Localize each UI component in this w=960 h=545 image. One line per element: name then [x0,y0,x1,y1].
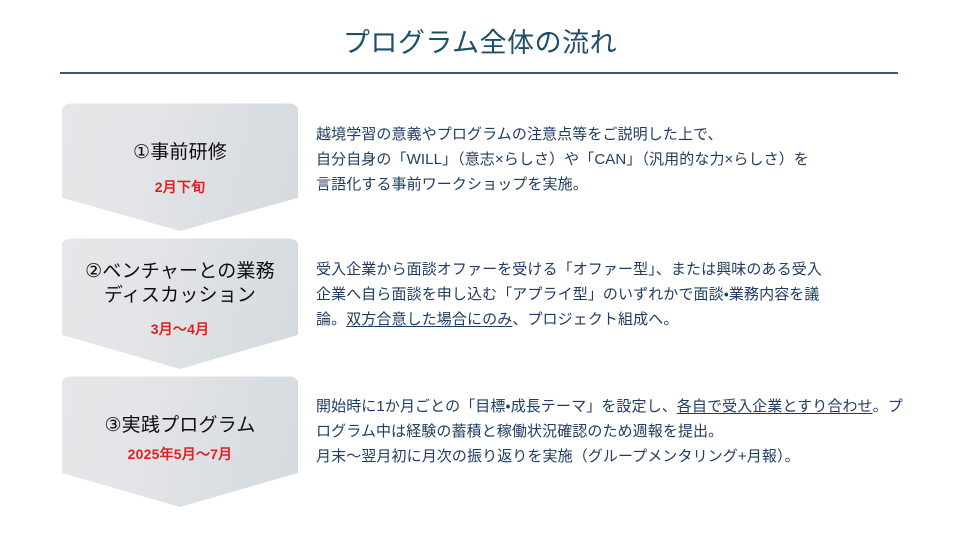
flow-step-2-label: ②ベンチャーとの業務 ディスカッション [85,261,275,307]
flow-step-1[interactable]: ①事前研修 2月下旬 [62,103,298,231]
description-line: 開始時に1か月ごとの「目標・成長テーマ」を設定し、各自で受入企業とすり合わせ。プ… [316,394,916,444]
page-title: プログラム全体の流れ [342,27,618,58]
flow-step-2[interactable]: ②ベンチャーとの業務 ディスカッション 3月〜4月 [62,238,298,369]
flow-step-2-period: 3月〜4月 [150,320,210,337]
description-line: 言語化する事前ワークショップを実施。 [316,176,588,193]
flow-step-1-period: 2月下旬 [154,179,206,196]
description-line: 企業へ自ら面談を申し込む「アプライ型」のいずれかで面談・業務内容を議 [316,286,820,303]
description-line: 受入企業から面談オファーを受ける「オファー型」、または興味のある受入 [316,261,822,278]
description-line: 論。双方合意した場合にのみ、プロジェクト組成へ。 [316,307,916,332]
description-line: 月末〜翌月初に月次の振り返りを実施（グループメンタリング+月報）。 [316,448,800,465]
description-text-tail: 、プロジェクト組成へ。 [512,311,679,328]
flow-step-3[interactable]: ③実践プログラム 2025年5月〜7月 [62,376,298,507]
description-line: 越境学習の意義やプログラムの注意点等をご説明した上で、 [316,126,723,143]
description-text: 論。 [316,311,347,328]
flow-step-1-description: 越境学習の意義やプログラムの注意点等をご説明した上で、 自分自身の「WILL」（… [316,122,916,197]
title-divider [60,72,898,74]
title-container: プログラム全体の流れ [0,20,960,66]
flow-step-1-label: ①事前研修 [132,142,228,163]
description-emphasis: 各自で受入企業とすり合わせ [676,398,873,415]
description-text: 開始時に1か月ごとの「目標・成長テーマ」を設定し、 [316,398,677,415]
flow-step-3-period: 2025年5月〜7月 [127,446,233,463]
flow-step-3-label: ③実践プログラム [104,415,256,436]
flow-step-2-description: 受入企業から面談オファーを受ける「オファー型」、または興味のある受入 企業へ自ら… [316,257,916,332]
flow-step-2-content: ②ベンチャーとの業務 ディスカッション 3月〜4月 [62,238,298,391]
description-text-tail: 。プログラム中は経験の蓄積と稼働状況確認のため週報を提出。 [316,398,903,440]
description-emphasis: 双方合意した場合にのみ [346,311,513,328]
flow-step-1-content: ①事前研修 2月下旬 [62,103,298,269]
description-line: 自分自身の「WILL」（意志×らしさ）や「CAN」（汎用的な力×らしさ）を [316,151,809,168]
flow-step-3-content: ③実践プログラム 2025年5月〜7月 [62,376,298,545]
flow-step-3-description: 開始時に1か月ごとの「目標・成長テーマ」を設定し、各自で受入企業とすり合わせ。プ… [316,394,916,469]
